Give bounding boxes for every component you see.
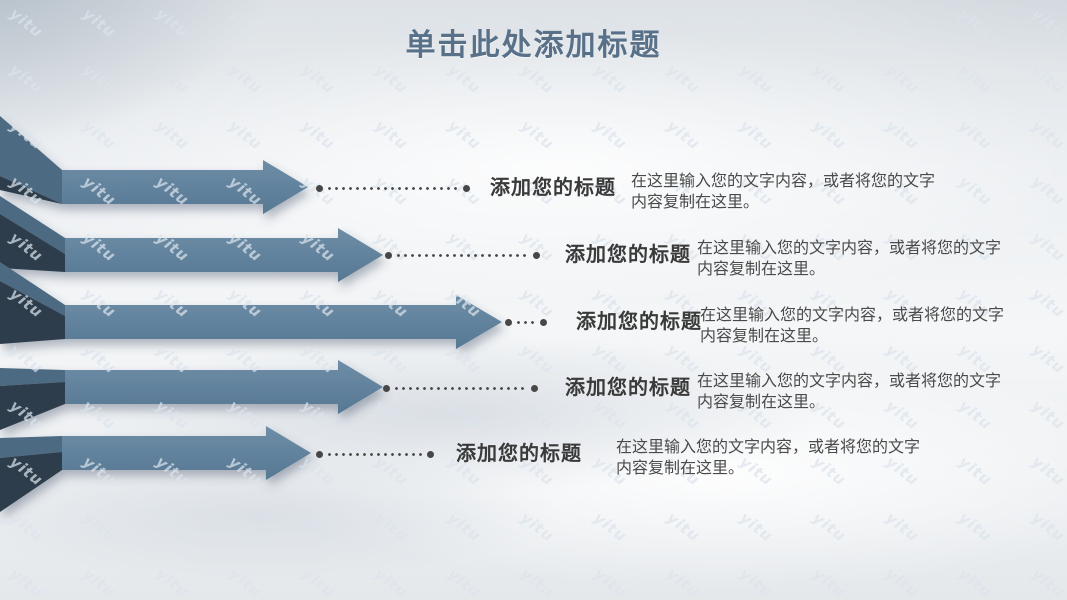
row-2-heading-placeholder[interactable]: 添加您的标题	[565, 244, 691, 266]
dotted-line	[326, 452, 424, 456]
arrow-3-band	[0, 262, 65, 316]
arrow-2-band-underside	[0, 214, 65, 272]
row-3-body-line-2: 内容复制在这里。	[700, 328, 829, 345]
row-5-heading-placeholder[interactable]: 添加您的标题	[456, 443, 582, 465]
row-4-body-placeholder[interactable]: 在这里输入您的文字内容，或者将您的文字 内容复制在这里。	[697, 371, 1042, 413]
arrow-1	[0, 116, 308, 214]
row-1-body-line-2: 内容复制在这里。	[631, 194, 760, 211]
arrow-2-band	[0, 196, 65, 254]
arrow-1-shaft	[62, 160, 308, 214]
dotted-connector-4	[383, 384, 538, 392]
connector-end-dot	[540, 318, 547, 326]
row-5-body-placeholder[interactable]: 在这里输入您的文字内容，或者将您的文字 内容复制在这里。	[616, 437, 961, 479]
row-4-heading-placeholder[interactable]: 添加您的标题	[565, 377, 691, 399]
connector-end-dot	[427, 450, 434, 458]
connector-start-dot	[383, 384, 390, 392]
slide-title-placeholder[interactable]: 单击此处添加标题	[405, 29, 662, 62]
row-5-body-line-2: 内容复制在这里。	[616, 460, 745, 477]
row-1-heading-placeholder[interactable]: 添加您的标题	[490, 177, 616, 199]
row-1-body-placeholder[interactable]: 在这里输入您的文字内容，或者将您的文字 内容复制在这里。	[631, 171, 976, 213]
arrow-4-band-underside	[0, 382, 65, 430]
row-3-body-placeholder[interactable]: 在这里输入您的文字内容，或者将您的文字 内容复制在这里。	[700, 305, 1045, 347]
row-2-body-line-1: 在这里输入您的文字内容，或者将您的文字	[697, 240, 1002, 257]
arrow-1-band	[0, 116, 62, 204]
arrow-1-band-underside	[0, 176, 62, 204]
row-4-body-line-1: 在这里输入您的文字内容，或者将您的文字	[697, 373, 1002, 390]
connector-start-dot	[316, 450, 323, 458]
arrow-3-band-underside	[0, 281, 65, 344]
dotted-connector-2	[385, 251, 540, 259]
dotted-line	[395, 253, 530, 257]
row-5-body-line-1: 在这里输入您的文字内容，或者将您的文字	[616, 439, 921, 456]
arrow-3-shaft	[65, 295, 502, 349]
arrow-4-shaft	[65, 360, 383, 414]
row-3-body-line-1: 在这里输入您的文字内容，或者将您的文字	[700, 307, 1005, 324]
connector-start-dot	[385, 251, 392, 259]
row-1-body-line-1: 在这里输入您的文字内容，或者将您的文字	[631, 173, 936, 190]
connector-start-dot	[316, 184, 323, 192]
row-2-body-placeholder[interactable]: 在这里输入您的文字内容，或者将您的文字 内容复制在这里。	[697, 238, 1042, 280]
dotted-line	[515, 320, 537, 324]
arrow-3	[0, 262, 502, 349]
row-2-body-line-2: 内容复制在这里。	[697, 261, 826, 278]
arrow-5-band-underside	[0, 452, 62, 512]
dotted-line	[326, 186, 460, 190]
dotted-line	[393, 386, 528, 390]
arrow-4	[0, 360, 383, 430]
row-3-heading-placeholder[interactable]: 添加您的标题	[576, 311, 702, 333]
dotted-connector-3	[505, 318, 547, 326]
dotted-connector-1	[316, 184, 470, 192]
connector-start-dot	[505, 318, 512, 326]
arrow-5-shaft	[62, 426, 311, 480]
connector-end-dot	[531, 384, 538, 392]
arrow-2	[0, 196, 383, 282]
dotted-connector-5	[316, 450, 434, 458]
arrow-2-shaft	[65, 228, 383, 282]
arrow-5-band	[0, 436, 62, 458]
connector-end-dot	[533, 251, 540, 259]
connector-end-dot	[463, 184, 470, 192]
arrow-4-band	[0, 368, 65, 386]
arrow-5	[0, 426, 311, 512]
row-4-body-line-2: 内容复制在这里。	[697, 394, 826, 411]
